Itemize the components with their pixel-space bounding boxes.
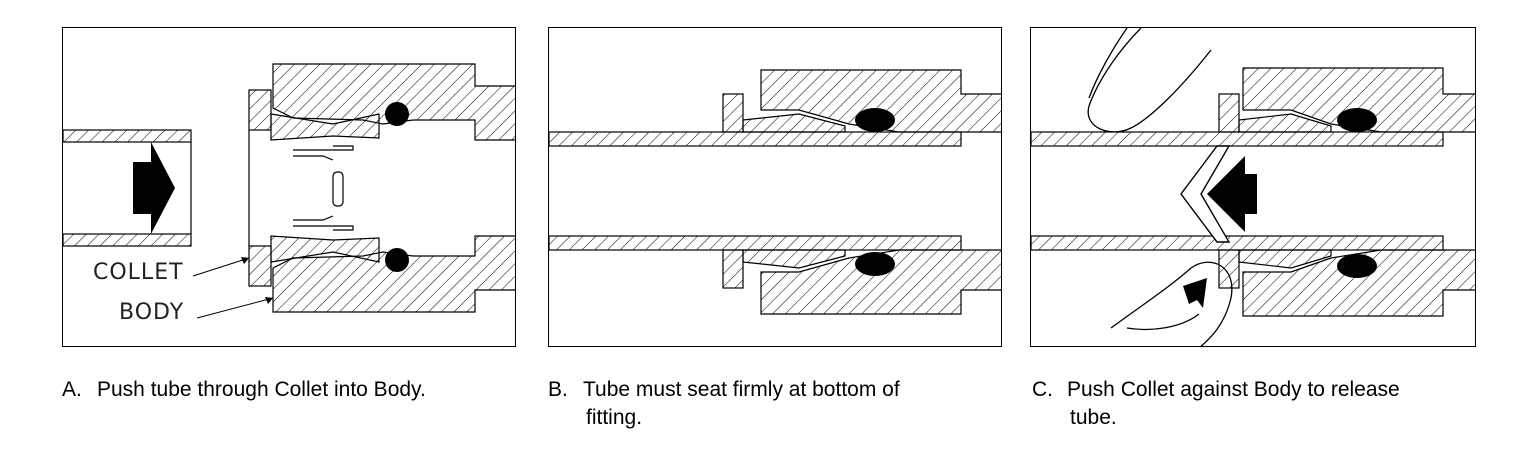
- caption-text: Push tube through Collet into Body.: [97, 378, 426, 401]
- finger-top-icon: [1087, 28, 1212, 133]
- caption-text: Push Collet against Body to release: [1067, 378, 1400, 401]
- collet-label: COLLET: [93, 260, 184, 285]
- o-ring: [1337, 254, 1377, 278]
- pull-arrow-outline-icon: [1180, 145, 1231, 243]
- body: [272, 63, 515, 313]
- collet: [248, 89, 380, 287]
- caption-letter: B.: [548, 378, 568, 401]
- panel-b-drawing: [549, 69, 1001, 315]
- tube: [549, 131, 962, 251]
- o-ring: [385, 248, 409, 272]
- tube: [63, 129, 192, 247]
- pull-arrow-icon: [1207, 156, 1257, 232]
- panel-c-drawing: [1031, 28, 1475, 346]
- collet: [722, 93, 846, 289]
- caption-letter: C.: [1032, 378, 1053, 401]
- o-ring: [385, 102, 409, 126]
- diagram-panel-c: [1030, 27, 1476, 347]
- tube: [1031, 131, 1444, 251]
- o-ring: [855, 108, 895, 132]
- collet: [1218, 93, 1332, 289]
- body: [1242, 67, 1475, 317]
- diagram-panel-a: COLLET BODY: [62, 27, 516, 347]
- press-arrow-icon: [1183, 278, 1207, 308]
- caption-a: A. Push tube through Collet into Body.: [62, 376, 426, 404]
- diagram-panel-b: [548, 27, 1002, 347]
- caption-c: C. Push Collet against Body to release tu…: [1032, 376, 1400, 432]
- caption-text-continued: tube.: [1070, 406, 1117, 429]
- body-label: BODY: [119, 300, 185, 325]
- body: [760, 69, 1001, 315]
- caption-b: B. Tube must seat firmly at bottom of fit…: [548, 376, 900, 432]
- o-ring: [1337, 108, 1377, 132]
- panel-a-drawing: [63, 63, 515, 319]
- o-ring: [855, 252, 895, 276]
- caption-letter: A.: [62, 378, 82, 401]
- caption-text: Tube must seat firmly at bottom of: [583, 378, 900, 401]
- push-arrow-icon: [133, 142, 175, 234]
- finger-bottom-icon: [1110, 261, 1233, 346]
- caption-text-continued: fitting.: [586, 406, 643, 429]
